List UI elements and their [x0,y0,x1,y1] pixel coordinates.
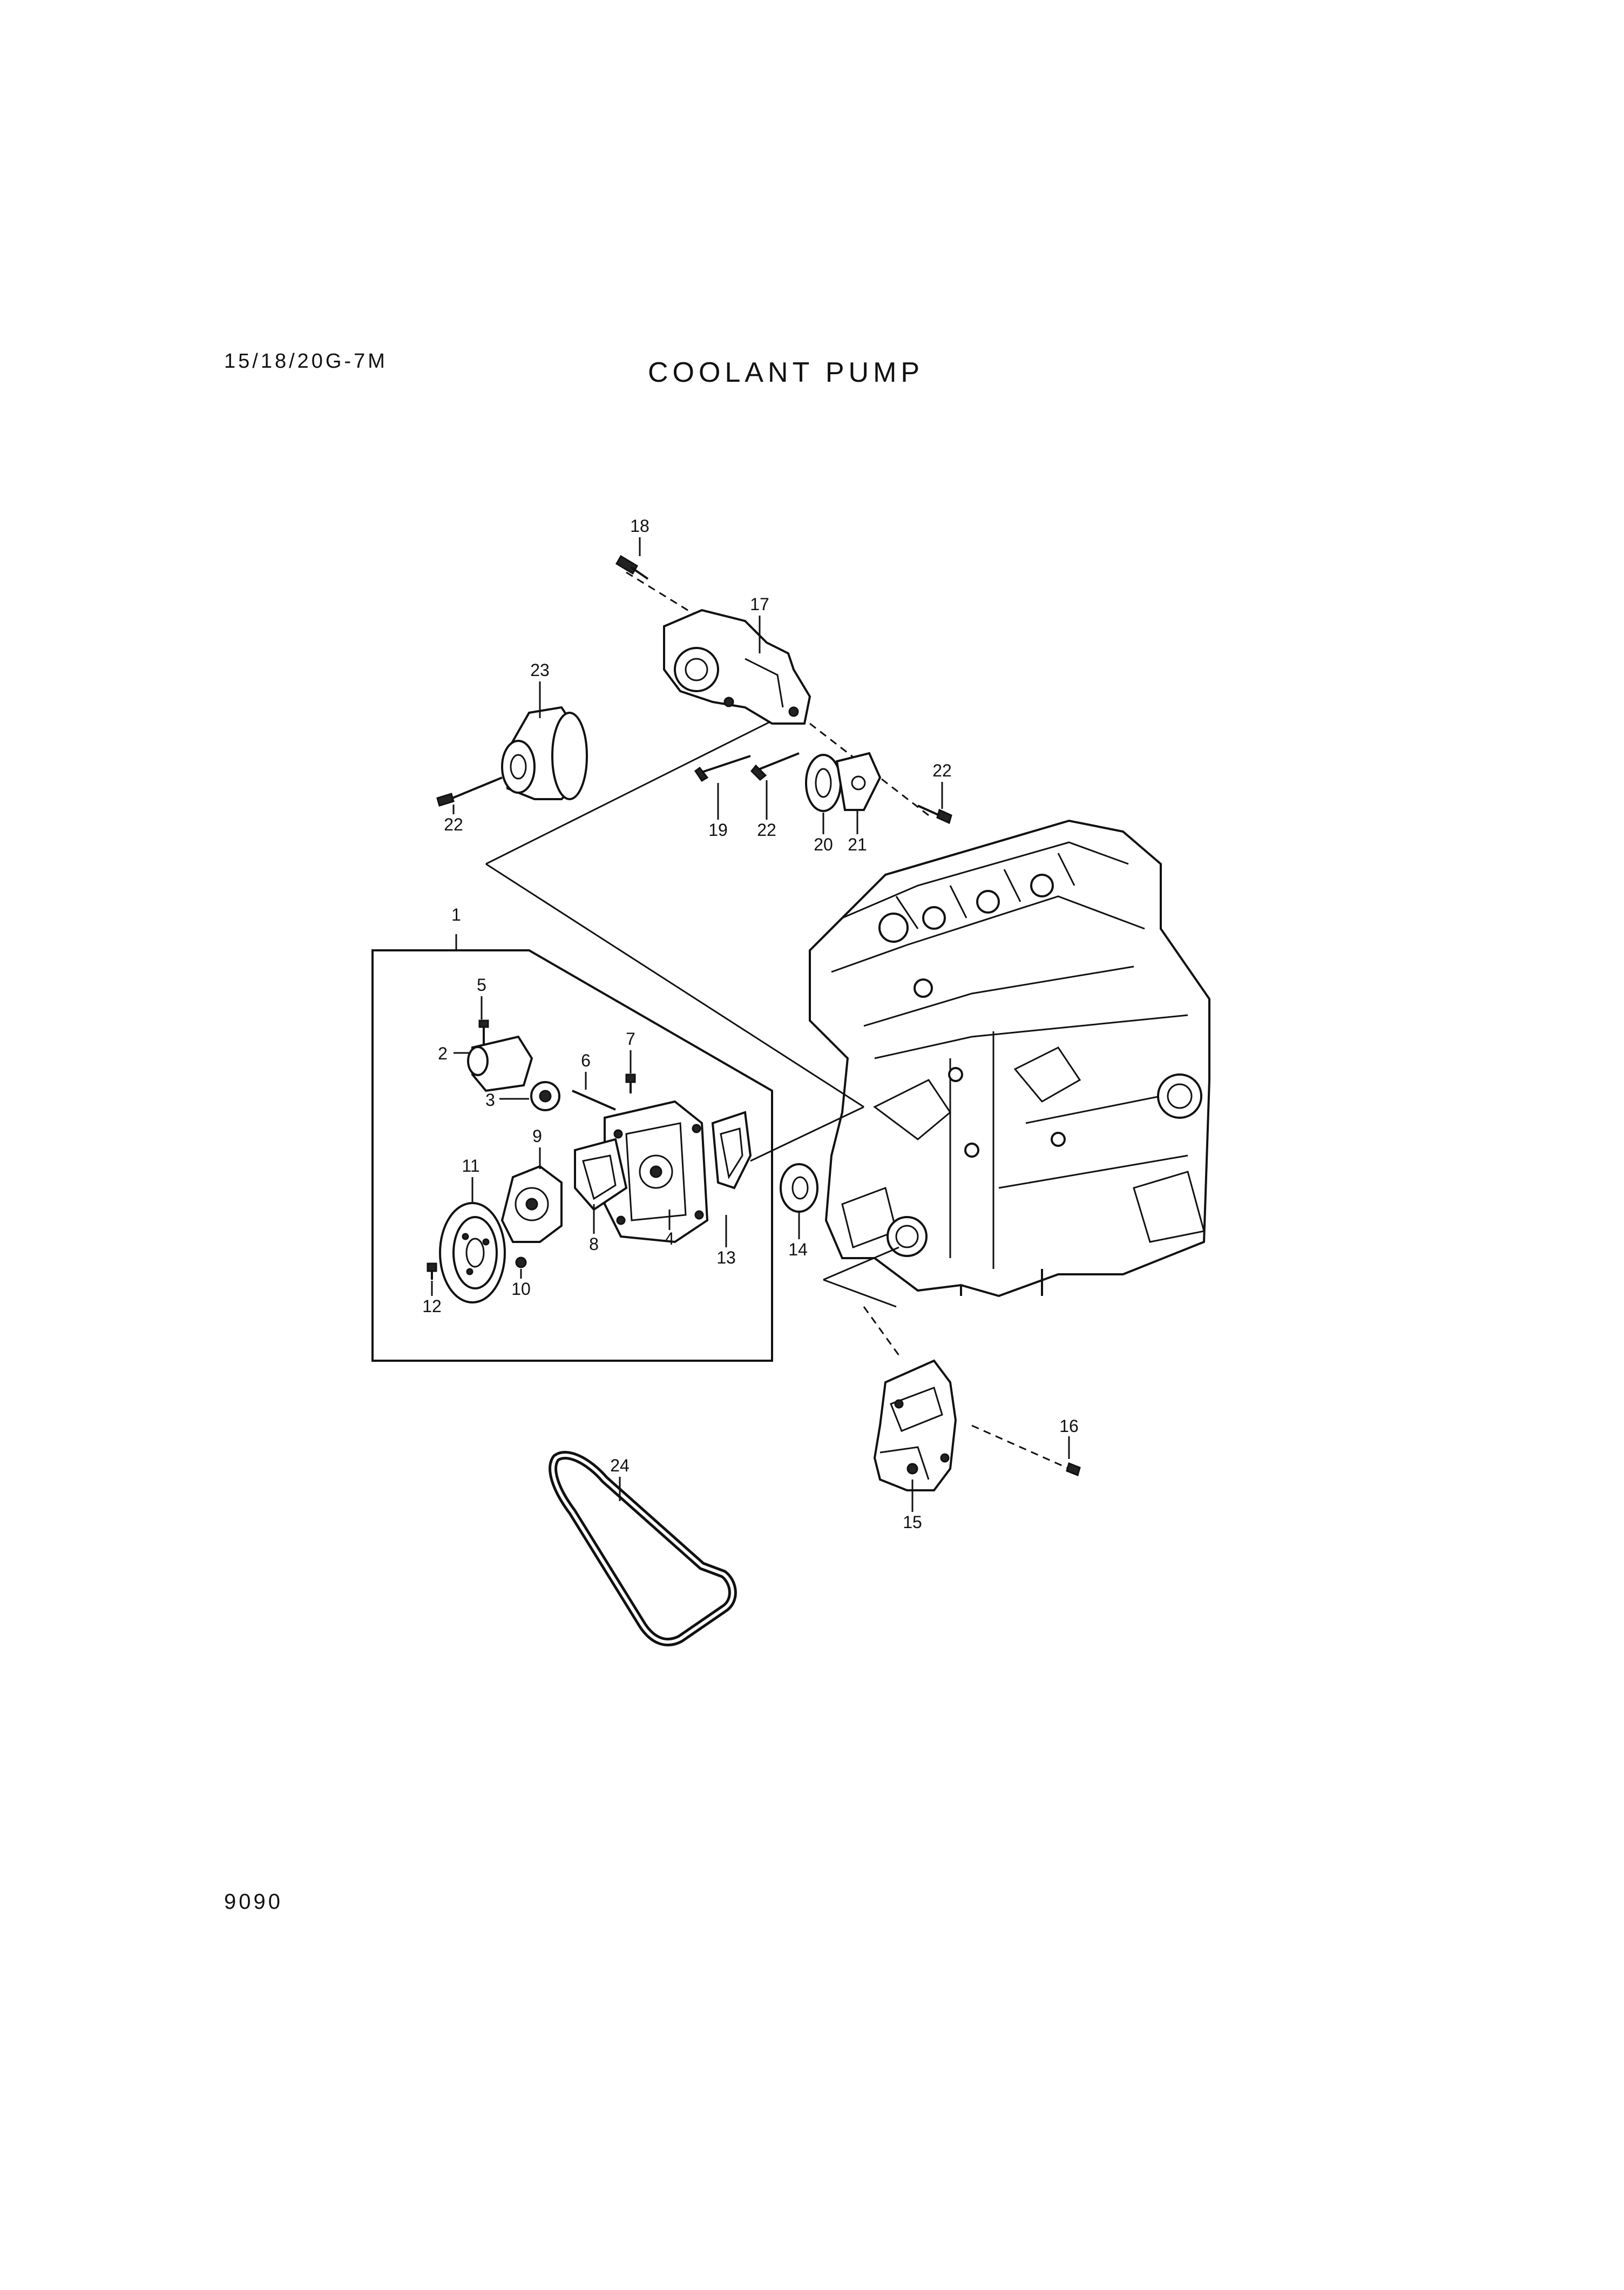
part-19-bolt [694,755,751,782]
callout-18: 18 [630,516,649,536]
callout-3: 3 [485,1090,495,1110]
part-22-bolt-middle [750,752,800,781]
part-3-thermostat [530,1081,560,1111]
part-9-water-pump [500,1165,563,1243]
callout-23: 23 [530,660,550,680]
callout-11: 11 [462,1156,479,1176]
part-23-pulley [501,706,588,800]
callout-13: 13 [716,1248,736,1267]
callout-15: 15 [903,1512,922,1532]
part-10-bolt [515,1257,527,1268]
connector-lines [485,571,1070,1470]
callout-5: 5 [477,975,486,995]
callout-10: 10 [511,1279,531,1299]
callout-labels: 1 2 3 4 5 6 7 8 9 10 11 12 13 14 15 16 1… [422,516,1079,1532]
part-22-bolt-right [917,805,952,825]
page-number: 9090 [224,1890,283,1914]
engine-block [809,819,1210,1298]
part-5-bolt [478,1019,489,1045]
part-18-bolt [615,555,649,580]
callout-21: 21 [848,835,867,854]
callout-7: 7 [626,1029,635,1049]
part-11-pump-pulley [439,1202,506,1303]
callout-17: 17 [750,595,769,614]
part-22-bolt-left [436,776,503,807]
part-12-bolt [427,1262,437,1280]
callout-6: 6 [581,1051,591,1070]
part-24-belt [549,1451,737,1646]
part-4-pump-housing [604,1100,709,1244]
callout-4: 4 [665,1229,674,1248]
callout-20: 20 [814,835,833,854]
part-17-bracket [663,609,811,725]
part-20-tensioner [805,754,842,812]
callout-14: 14 [788,1240,808,1259]
callout-24: 24 [610,1456,630,1475]
part-15-bracket [873,1359,957,1491]
part-8-gasket [574,1138,628,1211]
callout-2: 2 [438,1044,448,1063]
part-14-idler-pulley [780,1163,818,1213]
part-7-bolt [625,1073,636,1093]
page-title: COOLANT PUMP [648,357,924,388]
callout-9: 9 [532,1126,542,1146]
callout-12: 12 [422,1296,442,1316]
callout-22-middle: 22 [757,820,776,840]
callout-19: 19 [708,820,728,840]
part-2-thermostat-housing [467,1035,533,1092]
callout-8: 8 [589,1234,599,1254]
callout-16: 16 [1059,1416,1079,1436]
part-6-stud [572,1090,616,1111]
callout-1: 1 [451,905,461,924]
callout-22-left: 22 [444,815,463,834]
callout-22-right: 22 [932,761,952,780]
part-16-bolt [1066,1462,1081,1477]
model-code: 15/18/20G-7M [224,350,388,373]
part-13-gasket [711,1111,752,1190]
pump-assembly-box [371,934,773,1362]
part-21-tensioner-bracket [835,752,882,811]
